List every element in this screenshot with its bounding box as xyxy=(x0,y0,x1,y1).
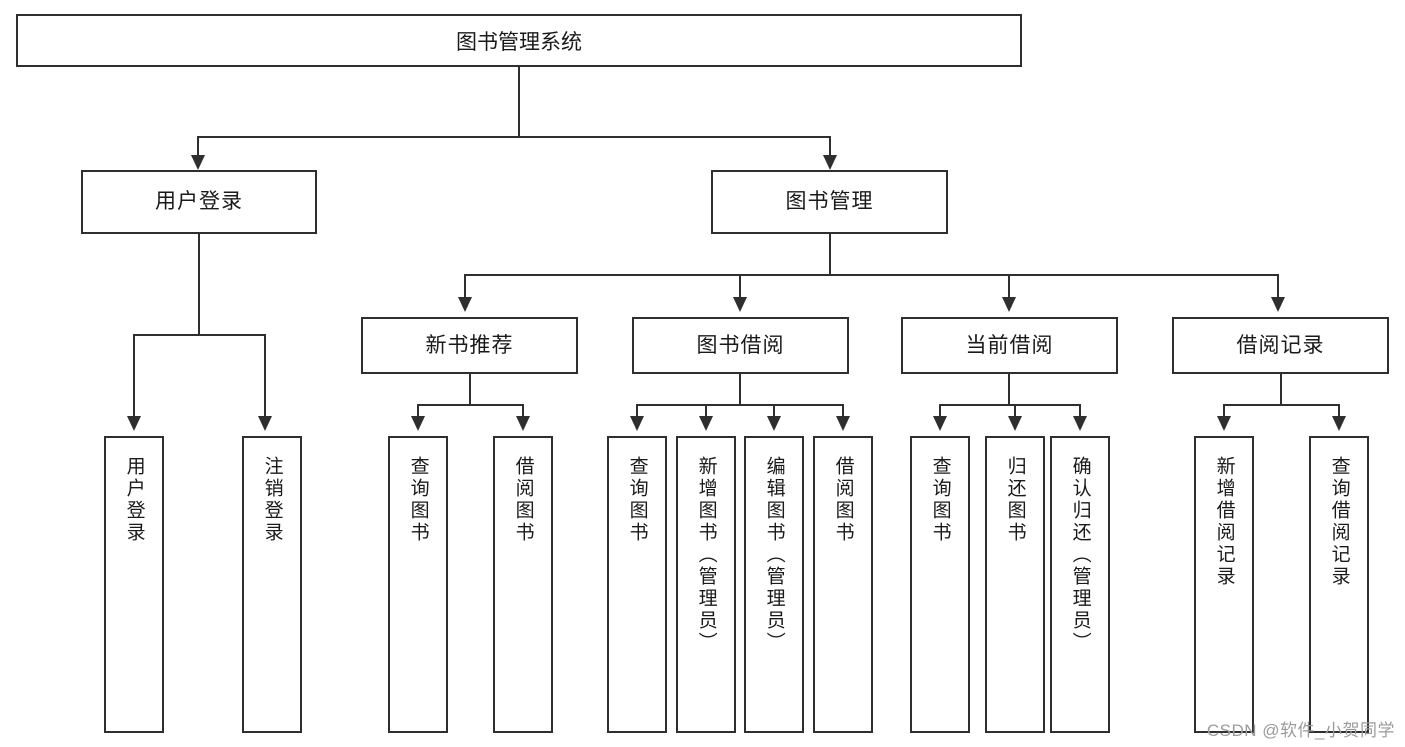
arrow-to-new-book-recommend xyxy=(458,297,472,312)
edge-book-borrow-bus xyxy=(636,404,844,406)
leaf-label: 借阅图书 xyxy=(512,456,534,544)
arrow-to-book-management xyxy=(823,155,837,170)
edge-new-book-bus xyxy=(417,404,524,406)
arrow-to-leaf-query-record xyxy=(1332,416,1346,431)
arrow-to-leaf-query-book-1 xyxy=(411,416,425,431)
edge-book-borrow-drop-2 xyxy=(705,404,707,417)
leaf-query-book-recommend[interactable]: 查询图书 xyxy=(388,436,448,733)
arrow-to-leaf-return-book xyxy=(1008,416,1022,431)
edge-user-login-drop-2 xyxy=(264,334,266,417)
edge-book-borrow-stem xyxy=(739,374,741,405)
edge-level1-bus xyxy=(197,136,831,138)
arrow-to-leaf-logout xyxy=(258,416,272,431)
node-label: 图书借阅 xyxy=(696,333,785,357)
node-label: 图书管理系统 xyxy=(456,30,582,54)
arrow-to-leaf-borrow-book-1 xyxy=(516,416,530,431)
edge-book-borrow-drop-1 xyxy=(636,404,638,417)
leaf-label: 确认归还（管理员） xyxy=(1069,456,1091,654)
leaf-label: 注销登录 xyxy=(261,456,283,544)
leaf-query-book-borrow[interactable]: 查询图书 xyxy=(607,436,667,733)
edge-book-borrow-drop-3 xyxy=(773,404,775,417)
leaf-label: 新增图书（管理员） xyxy=(695,456,717,654)
leaf-add-book-admin[interactable]: 新增图书（管理员） xyxy=(676,436,736,733)
edge-level2-drop-book-borrow xyxy=(739,274,741,298)
edge-book-management-stem xyxy=(829,234,831,275)
node-label: 新书推荐 xyxy=(425,333,514,357)
leaf-confirm-return-admin[interactable]: 确认归还（管理员） xyxy=(1050,436,1110,733)
edge-user-login-bus xyxy=(133,334,266,336)
arrow-to-leaf-add-book xyxy=(699,416,713,431)
node-root-book-management-system[interactable]: 图书管理系统 xyxy=(16,14,1022,67)
leaf-label: 借阅图书 xyxy=(832,456,854,544)
leaf-borrow-book[interactable]: 借阅图书 xyxy=(813,436,873,733)
node-user-login[interactable]: 用户登录 xyxy=(81,170,317,234)
leaf-label: 查询图书 xyxy=(626,456,648,544)
node-book-management[interactable]: 图书管理 xyxy=(711,170,948,234)
node-borrow-record[interactable]: 借阅记录 xyxy=(1172,317,1389,374)
leaf-label: 查询图书 xyxy=(929,456,951,544)
edge-level2-drop-current-borrow xyxy=(1008,274,1010,298)
node-current-borrow[interactable]: 当前借阅 xyxy=(901,317,1118,374)
leaf-borrow-book-recommend[interactable]: 借阅图书 xyxy=(493,436,553,733)
node-new-book-recommend[interactable]: 新书推荐 xyxy=(361,317,578,374)
edge-book-borrow-drop-4 xyxy=(842,404,844,417)
leaf-return-book[interactable]: 归还图书 xyxy=(985,436,1045,733)
arrow-to-leaf-query-book-3 xyxy=(933,416,947,431)
edge-current-borrow-drop-1 xyxy=(939,404,941,417)
arrow-to-leaf-borrow-book-2 xyxy=(836,416,850,431)
edge-borrow-record-stem xyxy=(1280,374,1282,405)
leaf-user-login[interactable]: 用户登录 xyxy=(104,436,164,733)
leaf-logout[interactable]: 注销登录 xyxy=(242,436,302,733)
edge-level2-drop-new-book xyxy=(464,274,466,298)
arrow-to-leaf-query-book-2 xyxy=(630,416,644,431)
leaf-label: 归还图书 xyxy=(1004,456,1026,544)
leaf-label: 查询图书 xyxy=(407,456,429,544)
edge-new-book-stem xyxy=(469,374,471,405)
edge-level2-drop-borrow-record xyxy=(1277,274,1279,298)
leaf-label: 查询借阅记录 xyxy=(1328,456,1350,588)
edge-level2-bus xyxy=(464,274,1277,276)
edge-borrow-record-drop-2 xyxy=(1338,404,1340,417)
arrow-to-leaf-edit-book xyxy=(767,416,781,431)
leaf-label: 编辑图书（管理员） xyxy=(763,456,785,654)
node-label: 当前借阅 xyxy=(965,333,1054,357)
edge-borrow-record-bus xyxy=(1223,404,1340,406)
watermark: CSDN @软件_小贺同学 xyxy=(1206,721,1395,740)
leaf-query-book-current[interactable]: 查询图书 xyxy=(910,436,970,733)
arrow-to-user-login xyxy=(191,155,205,170)
edge-new-book-drop-1 xyxy=(417,404,419,417)
arrow-to-book-borrow xyxy=(733,297,747,312)
arrow-to-leaf-confirm-return xyxy=(1073,416,1087,431)
edge-user-login-stem xyxy=(198,234,200,335)
edge-current-borrow-bus xyxy=(939,404,1081,406)
node-label: 图书管理 xyxy=(785,190,874,214)
edge-current-borrow-stem xyxy=(1008,374,1010,405)
leaf-add-borrow-record[interactable]: 新增借阅记录 xyxy=(1194,436,1254,733)
node-label: 借阅记录 xyxy=(1236,333,1325,357)
edge-current-borrow-drop-2 xyxy=(1014,404,1016,417)
edge-root-stem xyxy=(518,67,520,137)
arrow-to-leaf-add-record xyxy=(1217,416,1231,431)
edge-user-login-drop-1 xyxy=(133,334,135,417)
arrow-to-leaf-user-login xyxy=(127,416,141,431)
edge-current-borrow-drop-3 xyxy=(1079,404,1081,417)
node-book-borrow[interactable]: 图书借阅 xyxy=(632,317,849,374)
arrow-to-current-borrow xyxy=(1002,297,1016,312)
edge-borrow-record-drop-1 xyxy=(1223,404,1225,417)
leaf-label: 新增借阅记录 xyxy=(1213,456,1235,588)
leaf-edit-book-admin[interactable]: 编辑图书（管理员） xyxy=(744,436,804,733)
edge-new-book-drop-2 xyxy=(522,404,524,417)
edge-level1-drop-user-login xyxy=(197,136,199,157)
edge-level1-drop-book-management xyxy=(829,136,831,157)
arrow-to-borrow-record xyxy=(1271,297,1285,312)
leaf-label: 用户登录 xyxy=(123,456,145,544)
node-label: 用户登录 xyxy=(155,190,243,214)
leaf-query-borrow-record[interactable]: 查询借阅记录 xyxy=(1309,436,1369,733)
